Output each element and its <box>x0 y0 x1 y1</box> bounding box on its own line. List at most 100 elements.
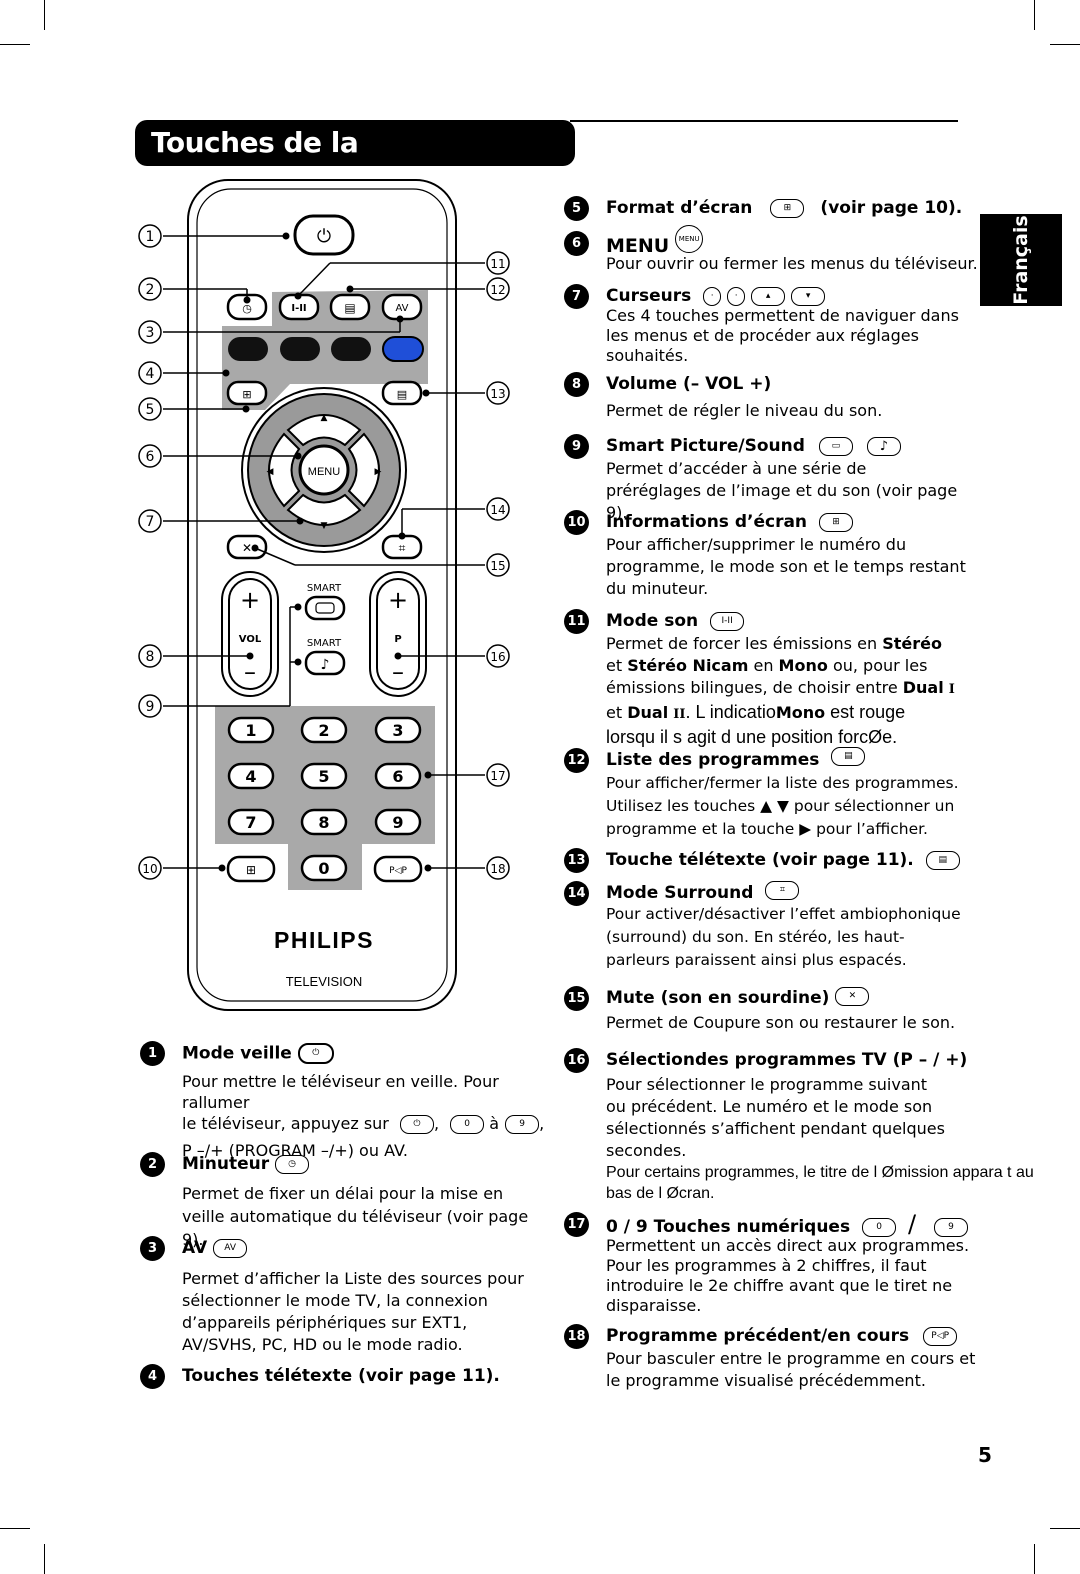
entry-number: 2 <box>140 1152 165 1177</box>
entry-number: 1 <box>140 1041 165 1066</box>
callout-circle <box>486 497 510 521</box>
digit-key <box>227 762 275 790</box>
language-tab: Français <box>980 214 1062 306</box>
callout-circle <box>138 397 162 421</box>
entry-heading: Mode Surround⌗ <box>606 880 800 904</box>
green-key <box>280 337 320 361</box>
callout-circle <box>486 251 510 275</box>
entry-number: 16 <box>564 1048 589 1073</box>
entry-heading: Volume (– VOL +) <box>606 374 772 394</box>
timer-icon: ◷ <box>275 1154 310 1174</box>
crop-mark <box>1034 1544 1035 1574</box>
callout-number: 3 <box>146 325 155 341</box>
callout-number: 7 <box>146 514 155 530</box>
right-arrow-icon: ▶ <box>799 820 812 838</box>
callout-number: 1 <box>146 229 155 245</box>
cursor-up <box>286 414 362 447</box>
digit-key-label: 6 <box>392 767 403 786</box>
entry-heading: Minuteur◷ <box>182 1154 310 1175</box>
callout-circle <box>138 444 162 468</box>
callout-circle <box>138 856 162 880</box>
digit-0-icon: 0 <box>450 1115 485 1134</box>
timer-icon: ◷ <box>242 302 252 315</box>
entry-description: Permet d’accéder à une série de prérégla… <box>606 459 958 522</box>
prev-program-icon: P◁P <box>923 1326 958 1346</box>
surround-icon: ⌗ <box>765 880 800 900</box>
callout-circle <box>138 277 162 301</box>
entry-description: Permet de régler le niveau du son. <box>606 401 883 420</box>
callout-circle <box>486 644 510 668</box>
entry-description: Permet d’afficher la Liste des sources p… <box>182 1269 524 1354</box>
entry-description: Pour sélectionner le programme suivant o… <box>606 1075 1034 1202</box>
entry-description: Permet de Coupure son ou restaurer le so… <box>606 1013 956 1032</box>
digit-9-icon: 9 <box>934 1217 969 1237</box>
callout-circle <box>138 224 162 248</box>
digit-key-label: 7 <box>245 813 256 832</box>
digit-key <box>374 808 422 836</box>
program-plus: + <box>388 586 408 614</box>
callout-number: 9 <box>146 699 155 715</box>
digit-key-label: 0 <box>318 859 329 878</box>
callout-circle <box>486 856 510 880</box>
callout-number: 13 <box>490 387 505 401</box>
callout-number: 16 <box>490 650 505 664</box>
left-arrow: ◀ <box>267 467 274 477</box>
callout-number: 17 <box>490 769 505 783</box>
program-minus: – <box>392 658 404 686</box>
entry-number: 17 <box>564 1212 589 1237</box>
crop-mark <box>44 0 45 30</box>
entry-description: Pour ouvrir ou fermer les menus du télév… <box>606 254 978 273</box>
entry-number: 8 <box>564 372 589 397</box>
format-button <box>226 380 268 406</box>
entry-heading: Mute (son en sourdine)✕ <box>606 986 870 1009</box>
mute-icon: ✕ <box>242 541 252 555</box>
menu-icon: MENU <box>675 225 704 253</box>
brand-subtitle: TELEVISION <box>286 974 363 989</box>
callout-circle <box>138 694 162 718</box>
digit-key <box>374 762 422 790</box>
right-arrow: ▶ <box>375 467 382 477</box>
crop-mark <box>44 1544 45 1574</box>
prev-program-label: P◁P <box>389 866 407 876</box>
down-arrow: ▼ <box>321 521 328 531</box>
digit-key-label: 2 <box>318 721 329 740</box>
menu-button <box>298 444 350 496</box>
callout-number: 10 <box>142 862 157 876</box>
smart-label: SMART <box>307 638 342 649</box>
entry-number: 5 <box>564 196 589 221</box>
callout-number: 4 <box>146 366 155 382</box>
callout-number: 15 <box>490 559 505 573</box>
digit-key <box>227 716 275 744</box>
callout-dots <box>218 232 432 872</box>
entry-heading: Curseurs ··▴▾ <box>606 286 826 307</box>
entry-number: 3 <box>140 1236 165 1261</box>
power-icon: ⏻ <box>297 1043 334 1064</box>
entry-description: Permettent un accès direct aux programme… <box>606 1236 970 1315</box>
page-number: 5 <box>978 1443 992 1467</box>
entry-number: 14 <box>564 881 589 906</box>
entry-description: Pour activer/désactiver l’effet ambiopho… <box>606 905 961 969</box>
teletext-panel <box>222 290 428 410</box>
note-icon: ♪ <box>866 436 901 456</box>
callout-circle <box>138 320 162 344</box>
crop-mark <box>0 44 30 45</box>
entry-number: 6 <box>564 231 589 256</box>
teletext-button <box>381 380 423 406</box>
smart-label: SMART <box>307 583 342 594</box>
entry-description: Pour afficher/fermer la liste des progra… <box>606 774 959 838</box>
entry-heading: Format d’écran⊞(voir page 10). <box>606 198 963 218</box>
entry-number: 12 <box>564 748 589 773</box>
entry-number: 13 <box>564 848 589 873</box>
up-arrow-icon: ▲ <box>760 797 773 815</box>
smart-picture-icon <box>315 602 335 614</box>
entry-description: Permet de fixer un délai pour la mise en… <box>182 1184 529 1249</box>
cursor-left-icon: · <box>703 286 722 306</box>
info-button <box>226 855 276 883</box>
smart-sound-button <box>304 650 346 676</box>
crop-mark <box>1034 0 1035 30</box>
entry-heading: Mode veille⏻ <box>182 1043 334 1065</box>
av-icon: AV <box>213 1238 248 1258</box>
cursor-right-icon: · <box>727 286 746 306</box>
entry-heading: Sélectiondes programmes TV (P – / +) <box>606 1050 968 1070</box>
